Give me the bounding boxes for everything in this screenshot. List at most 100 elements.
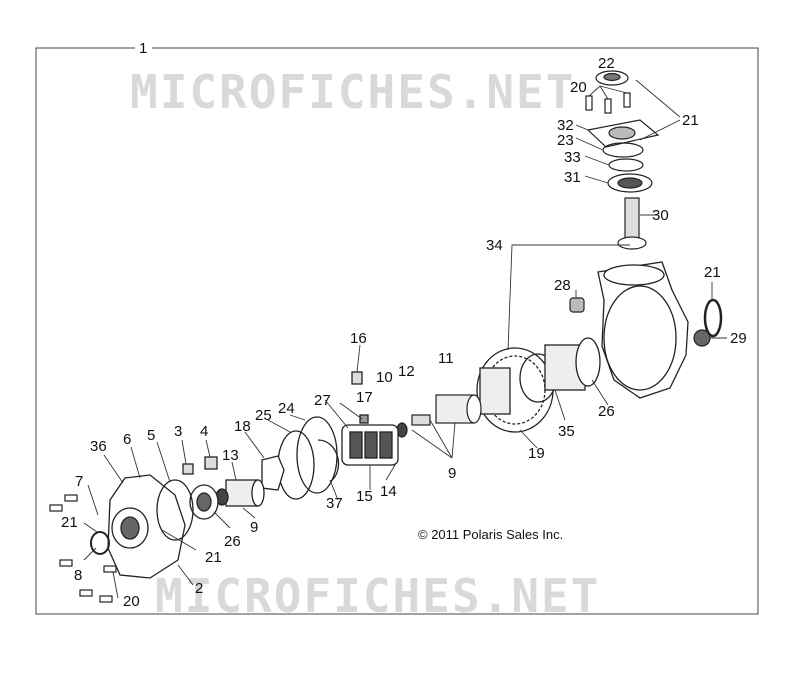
callout-36: 36 bbox=[90, 438, 107, 455]
roller-b bbox=[364, 431, 378, 459]
callout-13: 13 bbox=[222, 447, 239, 464]
callout-34: 34 bbox=[486, 237, 503, 254]
callout-17: 17 bbox=[356, 389, 373, 406]
callout-31: 31 bbox=[564, 169, 581, 186]
bearing-31-inner bbox=[617, 177, 643, 189]
spacer-11-end bbox=[466, 394, 482, 424]
watermark-top: MICROFICHES.NET bbox=[130, 65, 575, 119]
clip-4 bbox=[204, 456, 218, 470]
callout-25: 25 bbox=[255, 407, 272, 424]
dowel-3 bbox=[182, 463, 194, 475]
callout-21-bottom: 21 bbox=[205, 549, 222, 566]
callout-8: 8 bbox=[74, 567, 82, 584]
callout-29: 29 bbox=[730, 330, 747, 347]
callout-6: 6 bbox=[123, 431, 131, 448]
cover-hub-bore bbox=[120, 516, 140, 540]
callout-21-right: 21 bbox=[704, 264, 721, 281]
seal-8 bbox=[90, 531, 110, 555]
oring-21-right bbox=[703, 298, 723, 338]
bolt-20a bbox=[585, 95, 593, 111]
callout-27: 27 bbox=[314, 392, 331, 409]
callout-19: 19 bbox=[528, 445, 545, 462]
bolt-left-b bbox=[64, 494, 78, 502]
bolt-left-e bbox=[99, 595, 113, 603]
callout-20-bottom: 20 bbox=[123, 593, 140, 610]
callout-11: 11 bbox=[438, 350, 454, 367]
bolt-left-a bbox=[49, 504, 63, 512]
pin-12 bbox=[411, 414, 431, 426]
bolt-20b bbox=[604, 98, 612, 114]
callout-26-right: 26 bbox=[598, 403, 615, 420]
ring-25 bbox=[277, 430, 315, 500]
callout-16: 16 bbox=[350, 330, 367, 347]
bolt-20c bbox=[623, 92, 631, 108]
callout-33: 33 bbox=[564, 149, 581, 166]
callout-2: 2 bbox=[195, 580, 203, 597]
seal-22-bore bbox=[603, 72, 621, 82]
main-housing-bore bbox=[603, 285, 677, 391]
left-bearings bbox=[189, 479, 265, 520]
cover-32-bore bbox=[608, 126, 636, 140]
pinion-gear-30 bbox=[617, 236, 647, 250]
callouts: 22 20 21 32 23 33 31 30 34 21 28 29 26 3… bbox=[61, 55, 747, 610]
callout-12: 12 bbox=[398, 363, 415, 380]
pinion-shaft-30 bbox=[624, 197, 640, 241]
callout-35: 35 bbox=[558, 423, 575, 440]
plug-28 bbox=[569, 297, 585, 313]
upper-cover-group bbox=[585, 70, 660, 250]
bolt-left-c bbox=[59, 559, 73, 567]
ring-gear-hub bbox=[479, 367, 511, 415]
callout-10: 10 bbox=[376, 369, 393, 386]
left-cover bbox=[90, 456, 218, 579]
leader-lines bbox=[83, 79, 727, 599]
callout-37: 37 bbox=[326, 495, 343, 512]
callout-21-top: 21 bbox=[682, 112, 699, 129]
callout-30: 30 bbox=[652, 207, 669, 224]
watermark-bottom: MICROFICHES.NET bbox=[155, 569, 600, 623]
callout-20-top: 20 bbox=[570, 79, 587, 96]
callout-32: 32 bbox=[557, 117, 574, 134]
callout-18: 18 bbox=[234, 418, 251, 435]
bushing-13-end bbox=[251, 479, 265, 507]
main-housing-top bbox=[603, 264, 665, 286]
bolt-left-f bbox=[103, 565, 117, 573]
main-housing-body bbox=[597, 261, 689, 399]
spring-17 bbox=[359, 414, 369, 424]
bolt-left-d bbox=[79, 589, 93, 597]
plug-29 bbox=[693, 329, 711, 347]
callout-23: 23 bbox=[557, 132, 574, 149]
seal-26-left-bore bbox=[196, 492, 212, 512]
clip-37 bbox=[317, 439, 340, 483]
callout-15: 15 bbox=[356, 488, 373, 505]
callout-26-left: 26 bbox=[224, 533, 241, 550]
callout-14: 14 bbox=[380, 483, 397, 500]
callout-9-left: 9 bbox=[250, 519, 258, 536]
small-parts-right bbox=[569, 297, 723, 347]
main-housing bbox=[597, 261, 689, 399]
seal-26-right bbox=[575, 337, 601, 387]
callout-9-right: 9 bbox=[448, 465, 456, 482]
copyright-text: © 2011 Polaris Sales Inc. bbox=[418, 527, 563, 542]
callout-28: 28 bbox=[554, 277, 571, 294]
callout-4: 4 bbox=[200, 423, 208, 440]
callout-21-left: 21 bbox=[61, 514, 78, 531]
rings-middle bbox=[261, 416, 340, 500]
pin-16 bbox=[351, 371, 363, 385]
frame-label: 1 bbox=[139, 40, 147, 57]
callout-7: 7 bbox=[75, 473, 83, 490]
center-shafts bbox=[396, 394, 482, 438]
oring-5 bbox=[156, 479, 194, 541]
callout-5: 5 bbox=[147, 427, 155, 444]
callout-24: 24 bbox=[278, 400, 295, 417]
callout-22: 22 bbox=[598, 55, 615, 72]
roller-c bbox=[379, 431, 393, 459]
frame bbox=[35, 47, 759, 615]
ring-gear-group bbox=[476, 337, 601, 433]
callout-3: 3 bbox=[174, 423, 182, 440]
oring-23 bbox=[602, 142, 644, 158]
bolts-left bbox=[49, 494, 117, 603]
roller-a bbox=[349, 431, 363, 459]
cage-assembly bbox=[341, 371, 399, 466]
